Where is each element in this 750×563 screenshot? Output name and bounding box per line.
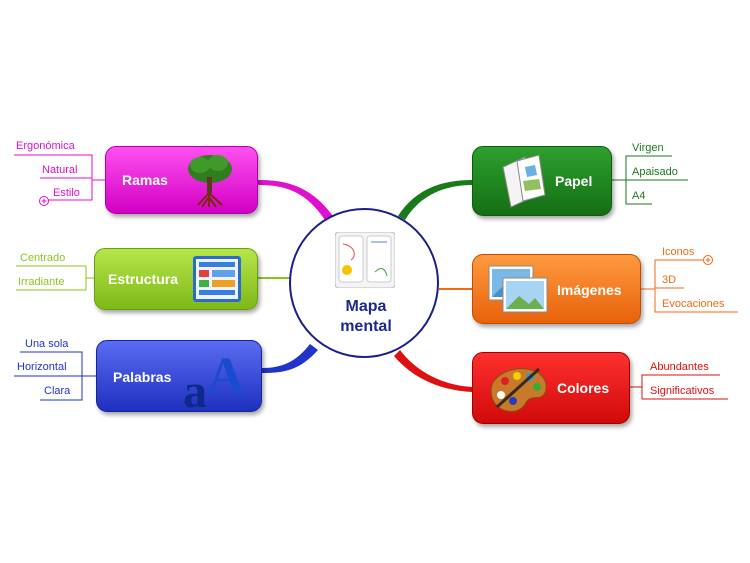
topic-papel-label: Papel: [555, 173, 593, 189]
palabras-sub-una-sola[interactable]: Una sola: [25, 338, 69, 350]
connector-colores: [394, 350, 472, 392]
ramas-sub-natural[interactable]: Natural: [42, 164, 78, 176]
topic-estructura[interactable]: Estructura: [94, 248, 258, 310]
ramas-sub-lines: [14, 154, 105, 201]
topic-palabras-label: Palabras: [113, 369, 172, 385]
imagenes-sub-3d[interactable]: 3D: [662, 274, 677, 286]
palette-icon: [490, 367, 547, 412]
connector-palabras: [262, 344, 318, 373]
estructura-sub-centrado[interactable]: Centrado: [20, 252, 66, 264]
ramas-sub-estilo[interactable]: Estilo: [53, 187, 80, 199]
topic-colores[interactable]: Colores: [472, 352, 630, 424]
mind-map-thumbnail-icon: [335, 232, 395, 288]
estructura-sub-lines: [16, 265, 94, 291]
topic-ramas-label: Ramas: [122, 172, 168, 188]
letters-icon: a A: [183, 348, 243, 411]
topic-imagenes-label: Imágenes: [557, 282, 622, 298]
topic-colores-label: Colores: [557, 380, 610, 396]
palabras-sub-horizontal[interactable]: Horizontal: [17, 361, 67, 373]
papel-sub-virgen[interactable]: Virgen: [632, 142, 664, 154]
estructura-sub-irradiante[interactable]: Irradiante: [18, 276, 65, 288]
connector-papel: [398, 180, 472, 220]
papel-sub-apaisado[interactable]: Apaisado: [632, 166, 678, 178]
topic-estructura-label: Estructura: [108, 271, 179, 287]
colores-sub-abundantes[interactable]: Abundantes: [650, 361, 709, 373]
papel-sub-a4[interactable]: A4: [632, 190, 646, 202]
topic-palabras[interactable]: Palabras a A: [96, 340, 262, 412]
central-title-line2: mental: [340, 318, 392, 335]
central-title-line1: Mapa: [345, 298, 387, 315]
papel-sub-lines: [612, 155, 688, 205]
colores-sub-lines: [630, 374, 728, 400]
palabras-sub-lines: [14, 351, 96, 401]
imagenes-sub-evocaciones[interactable]: Evocaciones: [662, 298, 725, 310]
paper-icon: [502, 154, 546, 208]
pictures-icon: [488, 265, 548, 313]
central-topic[interactable]: Mapa mental: [289, 208, 439, 358]
tree-icon: [188, 155, 232, 208]
imagenes-sub-iconos[interactable]: Iconos: [662, 246, 695, 258]
topic-papel[interactable]: Papel: [472, 146, 612, 216]
palabras-sub-clara[interactable]: Clara: [44, 385, 71, 397]
imagenes-sub-lines: [641, 259, 738, 313]
topic-imagenes[interactable]: Imágenes: [472, 254, 641, 324]
ramas-sub-ergonomica[interactable]: Ergonómica: [16, 140, 75, 152]
connector-ramas: [258, 180, 333, 220]
topic-ramas[interactable]: Ramas: [105, 146, 258, 214]
colores-sub-significativos[interactable]: Significativos: [650, 385, 715, 397]
svg-text:a: a: [183, 365, 207, 411]
layout-icon: [193, 256, 241, 302]
svg-text:A: A: [207, 348, 243, 405]
